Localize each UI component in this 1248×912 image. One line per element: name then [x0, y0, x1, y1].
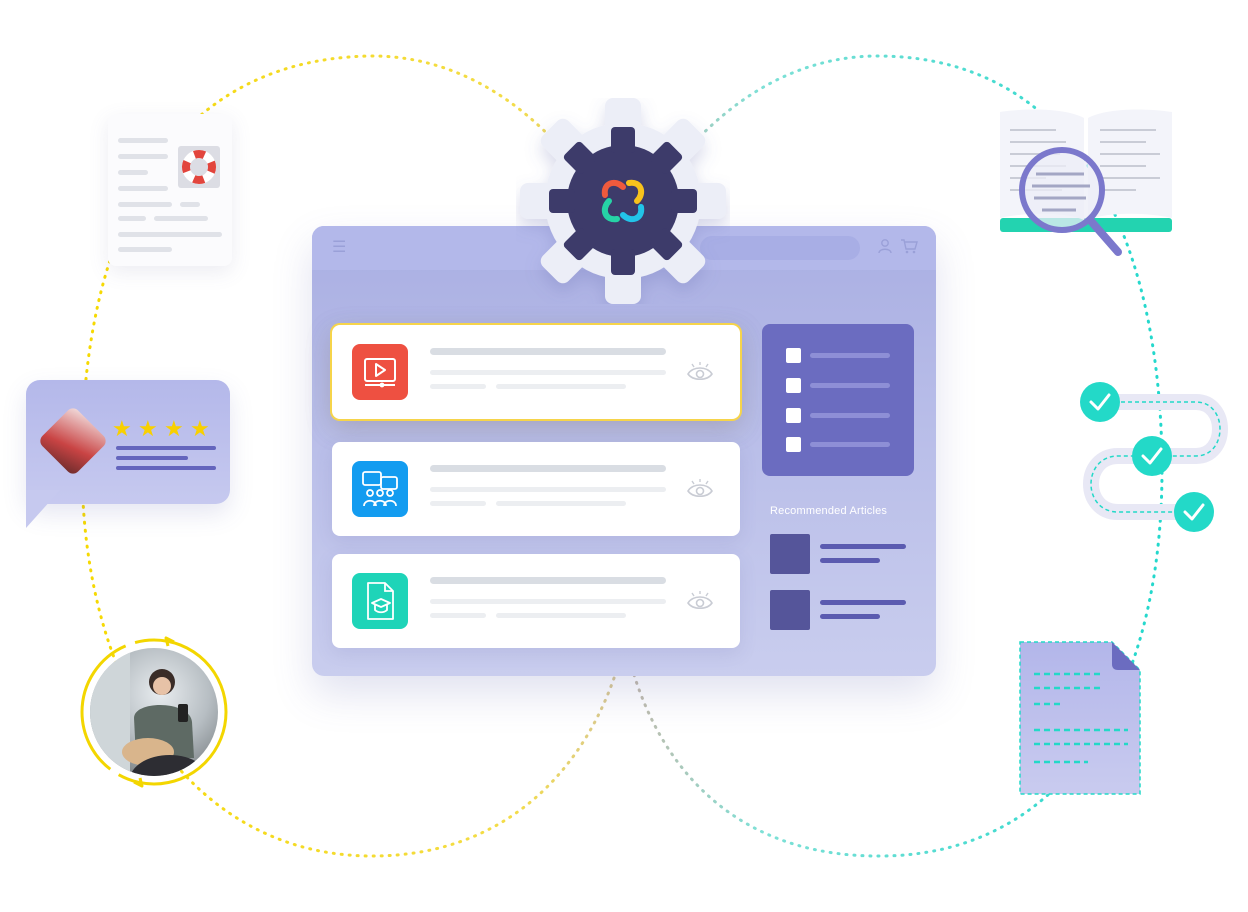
- draft-document-icon: [1019, 641, 1141, 795]
- checklist-panel: [762, 324, 914, 476]
- text-placeholder: [430, 501, 486, 506]
- star-icon: ★: [138, 416, 158, 441]
- checkbox[interactable]: [786, 408, 801, 423]
- text-placeholder: [496, 384, 626, 389]
- content-card-learning[interactable]: [332, 554, 740, 648]
- content-card-video[interactable]: [332, 325, 740, 419]
- learning-document-icon: [352, 573, 408, 629]
- text-placeholder: [430, 370, 666, 375]
- check-icon: [1080, 382, 1120, 422]
- community-icon: [352, 461, 408, 517]
- lifebuoy-icon: [178, 146, 220, 188]
- progress-path: [1080, 382, 1228, 532]
- review-bubble: ★ ★ ★ ★: [26, 380, 230, 528]
- star-icon: ★: [112, 416, 132, 441]
- cart-icon[interactable]: [900, 238, 918, 254]
- checklist-item[interactable]: [786, 378, 896, 394]
- text-placeholder: [496, 501, 626, 506]
- text-placeholder: [430, 599, 666, 604]
- help-document: [108, 114, 232, 266]
- checklist-item[interactable]: [786, 348, 896, 364]
- text-placeholder: [430, 487, 666, 492]
- title-placeholder: [430, 577, 666, 584]
- text-placeholder: [430, 613, 486, 618]
- check-icon: [1132, 436, 1172, 476]
- checkbox[interactable]: [786, 348, 801, 363]
- search-bar[interactable]: [700, 236, 860, 260]
- star-icon: ★: [190, 416, 210, 441]
- text-placeholder: [430, 384, 486, 389]
- user-icon[interactable]: [878, 238, 892, 254]
- eye-icon[interactable]: [686, 478, 714, 500]
- article-thumbnail: [770, 590, 810, 630]
- article-thumbnail: [770, 534, 810, 574]
- title-placeholder: [430, 348, 666, 355]
- recommended-article[interactable]: [770, 534, 910, 574]
- checklist-item[interactable]: [786, 408, 896, 424]
- checkbox[interactable]: [786, 378, 801, 393]
- video-play-icon: [352, 344, 408, 400]
- eye-icon[interactable]: [686, 361, 714, 383]
- checkbox[interactable]: [786, 437, 801, 452]
- checklist-item[interactable]: [786, 437, 896, 453]
- title-placeholder: [430, 465, 666, 472]
- knowledge-book-icon: [1000, 109, 1172, 256]
- check-icon: [1174, 492, 1214, 532]
- customer-photo: [78, 636, 230, 788]
- recommended-article[interactable]: [770, 590, 910, 630]
- eye-icon[interactable]: [686, 590, 714, 612]
- content-card-community[interactable]: [332, 442, 740, 536]
- recommended-articles-heading: Recommended Articles: [770, 505, 888, 517]
- reviewer-photo: [37, 405, 109, 477]
- gear-icon: [520, 98, 726, 304]
- star-icon: ★: [164, 416, 184, 441]
- text-placeholder: [496, 613, 626, 618]
- brand-logo: [601, 179, 645, 223]
- menu-icon[interactable]: ☰: [332, 239, 347, 256]
